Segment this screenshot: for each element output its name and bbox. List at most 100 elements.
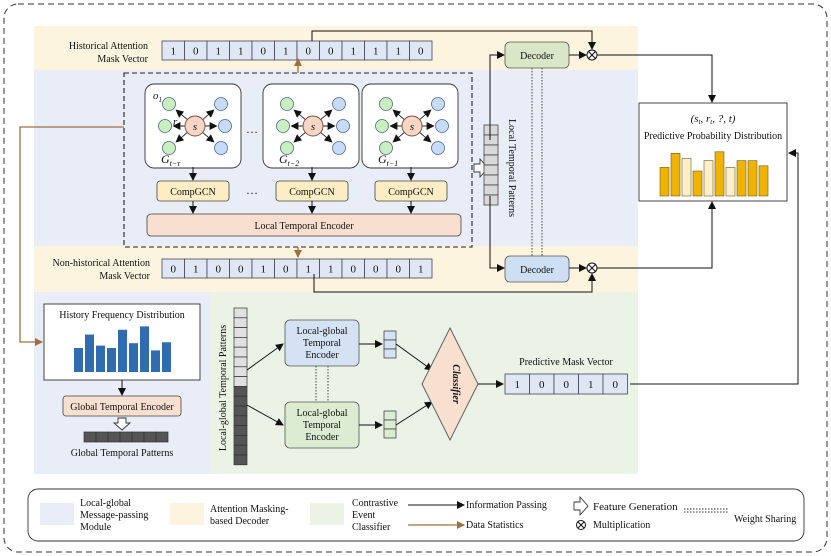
graph-node [379, 97, 393, 111]
decoder-top-label: Decoder [520, 51, 555, 62]
lg-encoder-top [284, 319, 360, 367]
non-historical-mask-label-line2: Mask Vector [99, 271, 150, 282]
legend-information-passing: Information Passing [466, 500, 547, 511]
local-global-pattern-cell [233, 386, 248, 397]
legend-box [27, 488, 805, 542]
predictive-mask-cell [602, 373, 628, 395]
historical-mask-cell-value: 1 [396, 46, 402, 58]
graph-node [280, 141, 294, 155]
historical-mask-cell-value: 1 [216, 46, 222, 58]
local-global-pattern-cell [233, 356, 248, 368]
probability-bar [758, 165, 769, 197]
compgcn-label-3: CompGCN [388, 187, 434, 198]
lg-top-output-cell [383, 348, 397, 359]
graph-node [435, 119, 449, 133]
graph-center-label: s [193, 121, 197, 133]
lg-encoder-bottom-line3: Encoder [305, 432, 339, 443]
probability-bar [725, 167, 736, 197]
predictive-mask-label: Predictive Mask Vector [519, 357, 613, 368]
global-temporal-pattern-cell [155, 431, 169, 443]
non-historical-mask-cell-value: 0 [396, 264, 402, 276]
legend-message-passing-line1: Local-global [80, 498, 131, 509]
history-bar [140, 326, 149, 372]
brown-arrow-to-history-frequency [19, 126, 124, 346]
legend-message-passing-line3: Module [80, 522, 112, 533]
historical-mask-cell-value: 1 [283, 46, 289, 58]
global-temporal-encoder-box [62, 395, 182, 417]
local-temporal-pattern-cell [483, 144, 499, 156]
local-temporal-pattern-cell [483, 124, 499, 136]
graph-node [431, 141, 445, 155]
history-bar [118, 329, 127, 372]
legend-feature-arrow-icon [573, 495, 589, 517]
non-historical-mask-cell-value: 1 [328, 264, 334, 276]
global-temporal-patterns-label: Global Temporal Patterns [71, 448, 174, 459]
probability-bars [659, 151, 769, 197]
global-temporal-pattern-cell [107, 431, 121, 443]
local-global-pattern-cell [233, 307, 248, 319]
history-bar [162, 342, 171, 372]
probability-bar [692, 170, 703, 197]
multiply-top [586, 49, 598, 61]
non-historical-mask-cell-value: 0 [373, 264, 379, 276]
legend-data-statistics: Data Statistics [466, 520, 524, 531]
local-global-pattern-cell [233, 327, 248, 338]
graph-node [162, 97, 176, 111]
global-temporal-pattern-cell [95, 431, 109, 443]
local-temporal-pattern-cell [483, 174, 499, 186]
arrow-vector-bottom-to-classifier [395, 401, 433, 426]
predictive-mask-cell-value: 0 [564, 379, 570, 391]
global-temporal-pattern-cell [143, 431, 157, 443]
graph-node [431, 97, 445, 111]
graph-node [276, 119, 290, 133]
graph-center-node [302, 115, 324, 137]
lg-top-output-cell [383, 330, 397, 341]
non-historical-mask-cell [409, 258, 433, 279]
non-historical-mask-cell-value: 1 [193, 264, 199, 276]
local-temporal-pattern-cell [483, 184, 499, 196]
non-historical-mask-cell-value: 0 [351, 264, 357, 276]
probability-bar [714, 151, 725, 197]
legend-swatch-blue [40, 503, 74, 525]
lg-encoder-bottom-line1: Local-global [296, 408, 347, 419]
global-temporal-pattern-cell [119, 431, 133, 443]
global-temporal-pattern-cell [83, 431, 97, 443]
non-historical-mask-cell-value: 1 [261, 264, 267, 276]
local-global-patterns-vector [233, 307, 248, 466]
local-global-pattern-cell [233, 317, 248, 328]
lg-encoder-top-line1: Local-global [296, 326, 347, 337]
classifier-diamond [421, 326, 479, 442]
graph-center-label: s [410, 121, 414, 133]
arrow-vector-top-to-classifier [395, 343, 433, 371]
local-temporal-patterns-label: Local Temporal Patterns [506, 119, 517, 217]
local-temporal-pattern-cell [483, 134, 499, 146]
ellipsis-graphs: … [246, 122, 258, 136]
legend-message-passing-line2: Message-passing [80, 510, 148, 521]
historical-mask-cell-value: 0 [418, 46, 424, 58]
historical-mask-label-line1: Historical Attention [69, 41, 148, 52]
classifier-label: Classifier [450, 364, 461, 404]
local-global-pattern-cell [233, 337, 248, 348]
decoder-bottom [504, 255, 570, 283]
local-temporal-patterns-vector [483, 124, 499, 206]
non-historical-mask-cell-value: 0 [216, 264, 222, 276]
compgcn-label-1: CompGCN [170, 187, 216, 198]
history-bar [85, 334, 94, 372]
predictive-distribution-label: Predictive Probability Distribution [644, 131, 782, 142]
arrow-patterns-to-lg-encoder-top [246, 343, 284, 371]
legend-multiply-icon [576, 520, 586, 530]
historical-mask-label-line2: Mask Vector [97, 54, 148, 65]
predictive-mask-cell-value: 0 [613, 379, 619, 391]
local-temporal-encoder-box [146, 213, 462, 237]
graph-node [214, 141, 228, 155]
local-global-pattern-cell [233, 395, 248, 407]
local-global-pattern-cell [233, 415, 248, 426]
historical-mask-cell-value: 1 [238, 46, 244, 58]
local-global-patterns-label: Local-global Temporal Patterns [218, 325, 229, 451]
graph-node [162, 141, 176, 155]
probability-bar [736, 160, 747, 197]
local-global-pattern-cell [233, 425, 248, 436]
